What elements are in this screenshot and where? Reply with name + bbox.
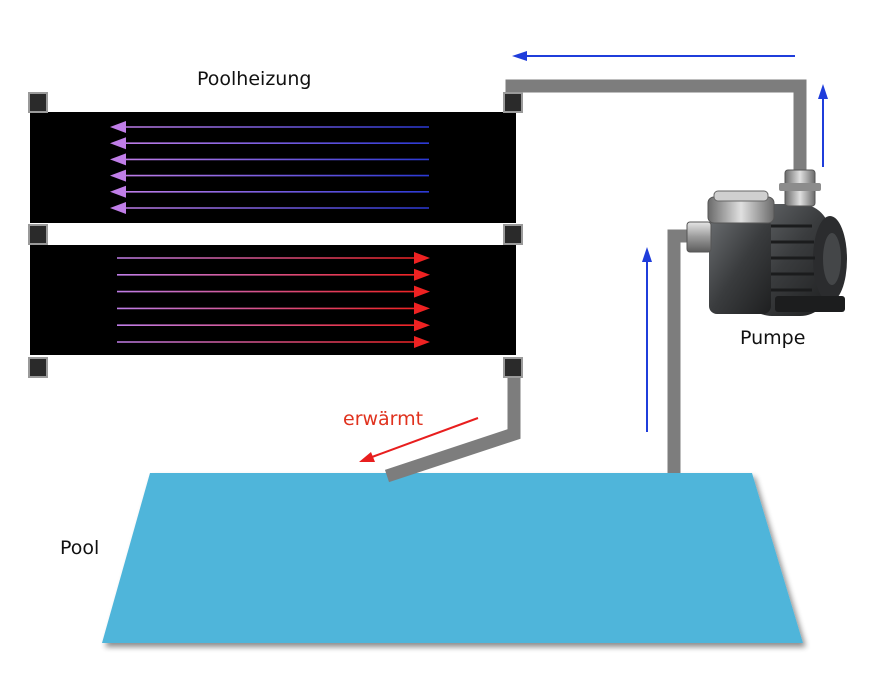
pump-lid-top: [713, 190, 769, 202]
warmed-label: erwärmt: [343, 408, 424, 430]
lower-panel: [30, 245, 516, 355]
connector-top-left: [28, 92, 48, 113]
upper-stream-arrows: [110, 121, 430, 214]
connector-top-right: [503, 92, 523, 113]
lower-stream-arrow: [116, 285, 430, 298]
pool-basin: [102, 473, 803, 643]
upper-stream-arrow: [110, 137, 430, 150]
flow-arrows: [512, 51, 828, 432]
lower-stream-arrows: [116, 252, 430, 348]
panel-connectors: [28, 92, 523, 378]
pump-outlet-nut: [779, 183, 821, 191]
upper-stream-arrow: [110, 121, 430, 133]
lower-stream-arrow: [116, 268, 430, 281]
connector-bottom-left: [28, 357, 48, 378]
lower-stream-arrow: [116, 336, 430, 348]
pump-filter-housing: [709, 218, 771, 314]
pump-inlet-pipe: [667, 229, 690, 473]
pump-inlet-coupling: [686, 221, 712, 253]
upper-stream-arrow: [110, 202, 430, 214]
lower-stream-arrow: [116, 302, 430, 315]
pipe-network: [384, 79, 807, 483]
return-pipe: [384, 367, 521, 483]
lower-stream-arrow: [116, 319, 430, 332]
lower-stream-arrow: [116, 252, 430, 264]
pump-motor-cap-inner: [823, 233, 841, 285]
warm-return-arrow: [359, 417, 479, 462]
upper-panel: [30, 112, 516, 223]
upper-stream-arrow: [110, 153, 430, 166]
pump-outlet-pipe: [505, 79, 807, 185]
connector-bottom-right: [503, 357, 523, 378]
upper-stream-arrow: [110, 185, 430, 198]
pool-label: Pool: [60, 537, 100, 559]
solar-panels: [28, 92, 523, 378]
upper-stream-arrow: [110, 169, 430, 182]
flow-arrow-pump-outlet: [818, 84, 828, 167]
water-pump-icon: [686, 169, 847, 316]
flow-arrow-pump-inlet: [642, 247, 652, 432]
flow-arrow-top: [512, 51, 795, 61]
connector-mid-left: [28, 224, 48, 245]
pump-label: Pumpe: [740, 327, 806, 349]
pump-base: [775, 296, 845, 312]
connector-mid-right: [503, 224, 523, 245]
diagram-title: Poolheizung: [197, 68, 312, 90]
